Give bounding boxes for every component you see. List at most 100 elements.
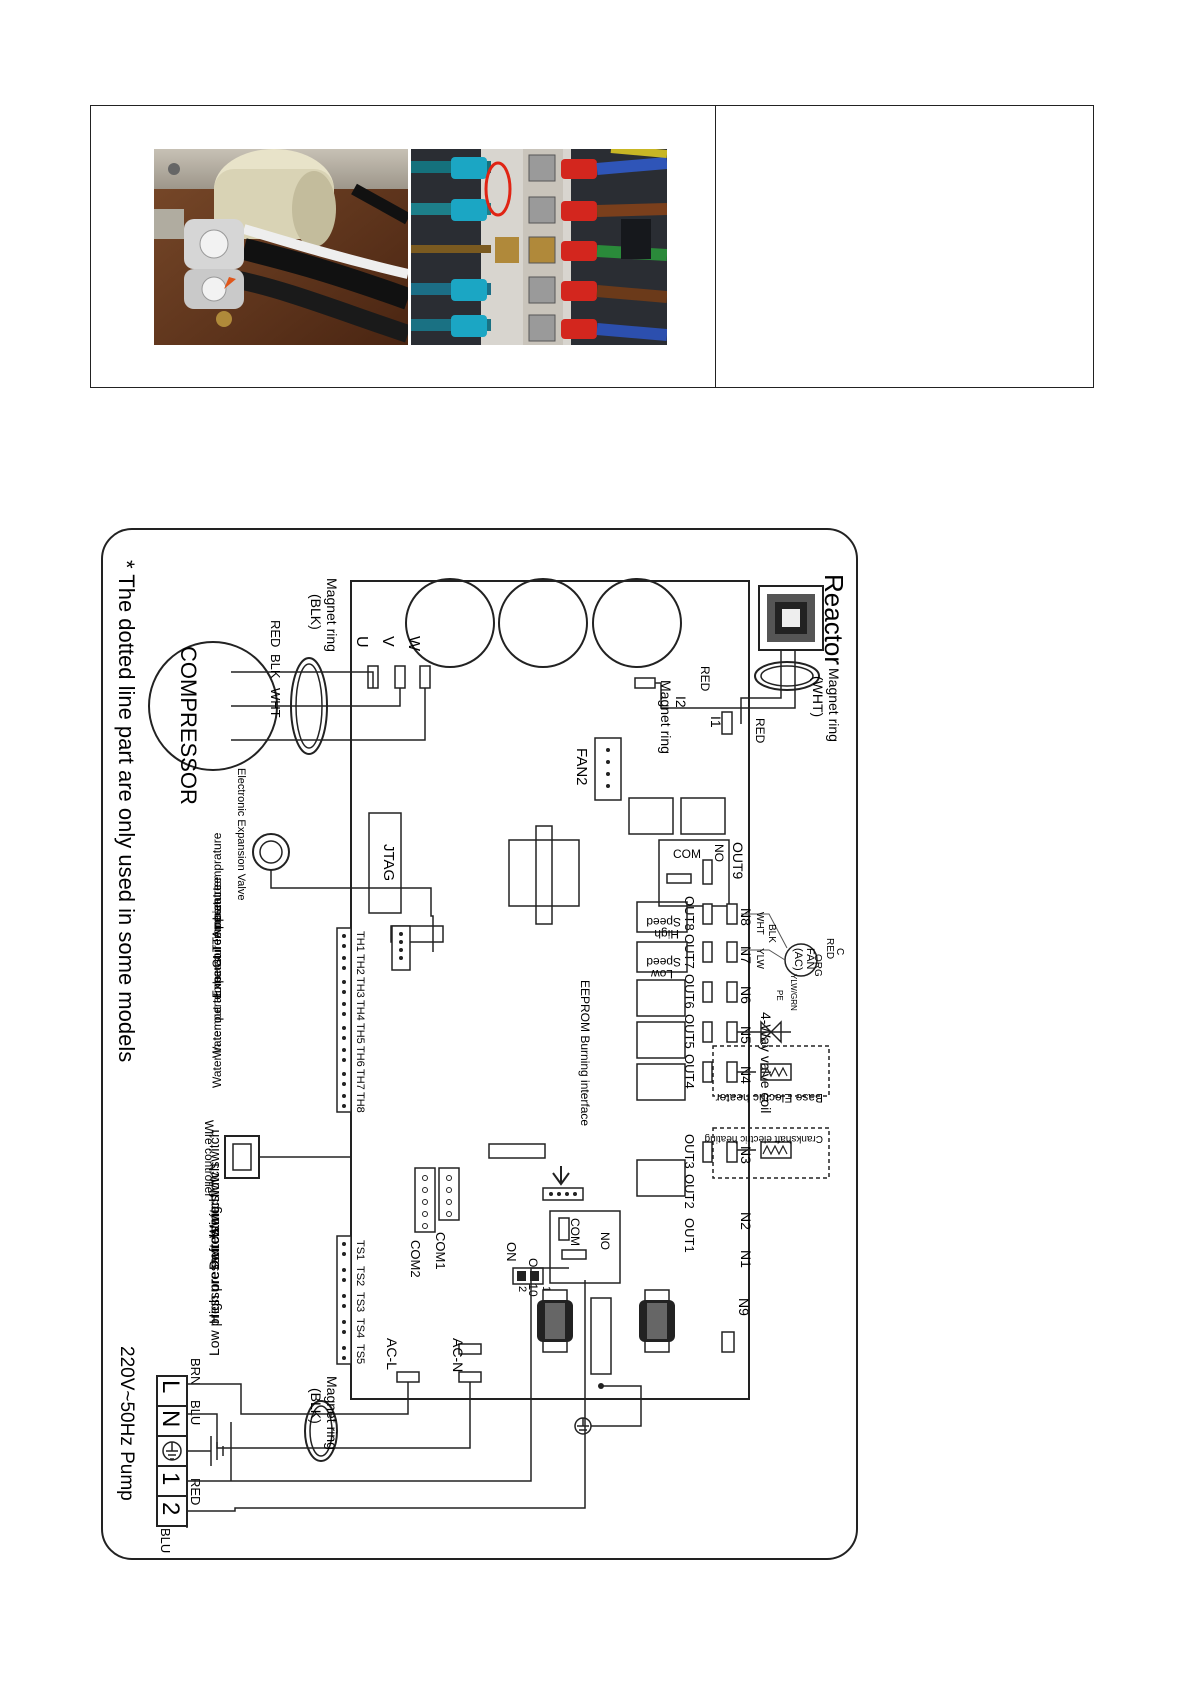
fan-ac-label-2: (AC) — [792, 948, 804, 971]
capacitor-3 — [592, 578, 682, 668]
earth-terminal-icon — [162, 1441, 182, 1461]
th1-label: TH1 — [354, 931, 366, 952]
out4-relay — [636, 1063, 686, 1101]
magnet-ring-wht-label: Magnet ring — [826, 668, 842, 742]
red-label-fan: RED — [824, 938, 835, 959]
reactor-label: Reactor — [819, 574, 849, 665]
out9-label: OUT9 — [730, 842, 746, 880]
n6-label: N6 — [738, 986, 754, 1004]
crank-heater-label: Crankshaft electric heating — [705, 1133, 823, 1144]
wiring-diagram: Reactor Magnet ring (WHT) RED RED I2 I1 … — [101, 528, 858, 1560]
terminal-2-label: 2 — [157, 1502, 184, 1515]
eeprom-label: EEPROM Burning interface — [578, 980, 592, 1126]
out3-relay — [636, 1159, 686, 1197]
cable-gland-picture — [154, 149, 408, 345]
terminal-l-label: L — [157, 1380, 184, 1393]
eeprom-connector — [542, 1187, 584, 1201]
th5-label: TH5 — [354, 1023, 366, 1044]
four-way-valve-icon — [760, 1020, 782, 1044]
n7-label: N7 — [738, 946, 754, 964]
fan2-connector — [594, 737, 622, 801]
inductor-2 — [639, 1289, 675, 1353]
out9-no-label: NO — [712, 844, 726, 862]
n4-label: N4 — [738, 1066, 754, 1084]
org-label-fan: ORG — [812, 954, 823, 977]
out8-label: OUT8 — [682, 896, 697, 931]
table-divider — [715, 106, 716, 387]
magnet-ring-blk-supply — [304, 1400, 338, 1462]
out10-com-label: COM — [568, 1218, 582, 1246]
i2-terminal — [634, 677, 656, 689]
out9-relay — [658, 839, 730, 907]
capacitor-2 — [498, 578, 588, 668]
water-in-label: Water in temperature — [210, 975, 224, 1088]
ts-connectors — [336, 1235, 352, 1365]
ts2-label: TS2 — [354, 1266, 366, 1286]
com1-connector — [438, 1167, 460, 1221]
n8-label: N8 — [738, 908, 754, 926]
reactor — [758, 585, 824, 651]
inductor-1 — [537, 1289, 573, 1353]
crank-heater-icon — [737, 1141, 792, 1159]
out6-relay — [636, 979, 686, 1017]
coil-label: Coil Temperature — [210, 877, 224, 968]
wht-label-comp: WHT — [268, 688, 283, 718]
cpu-chip — [508, 839, 580, 907]
fan-ac-label-1: FAN — [804, 948, 816, 969]
red-label-comp: RED — [268, 620, 283, 647]
relay-a — [628, 797, 674, 835]
footnote: * The dotted line part are only used in … — [114, 560, 139, 1062]
n5-label: N5 — [738, 1026, 754, 1044]
n9-label: N9 — [736, 1298, 752, 1316]
n2-label: N2 — [738, 1212, 754, 1230]
wht-label-fan: WHT — [754, 912, 765, 935]
base-heater-box — [712, 1045, 830, 1097]
exhaust-label: Exhaust Temperature — [210, 884, 224, 998]
w-terminal — [419, 665, 431, 689]
c-label-fan: C — [834, 948, 845, 955]
red-label-reactor-1: RED — [698, 666, 712, 692]
capacitor-1 — [405, 578, 495, 668]
base-heater-icon — [737, 1063, 792, 1081]
terminal-block-photo — [411, 149, 667, 345]
dip-2-label: 2 — [516, 1286, 528, 1292]
th6-label: TH6 — [354, 1046, 366, 1067]
crank-heater-box — [712, 1127, 830, 1179]
magnet-ring-blk — [290, 657, 328, 755]
defrost-label: Defrosting switch — [206, 1163, 222, 1270]
low-press-label: Low pressure switch — [206, 1229, 222, 1356]
v-label: V — [379, 636, 396, 647]
out9-com-label: COM — [673, 847, 701, 861]
four-way-label: 4-Way valve coil — [758, 1012, 774, 1113]
bridge-rectifier — [590, 1297, 612, 1375]
high-speed-label-1: High — [654, 927, 679, 941]
n3-label: N3 — [738, 1146, 754, 1164]
w-label: W — [405, 636, 422, 652]
i2-label: I2 — [673, 696, 689, 708]
blu-label-n: BLU — [188, 1400, 203, 1425]
ac-n-terminal — [458, 1371, 482, 1383]
n1-label: N1 — [738, 1250, 754, 1268]
cable-gland-photo — [154, 149, 408, 345]
low-speed-label-2: Speed — [646, 955, 681, 969]
v-terminal — [394, 665, 406, 689]
i1-label: I1 — [708, 716, 724, 728]
magnet-ring-supply-label-2: (BLK) — [308, 1388, 324, 1424]
ts1-label: TS1 — [354, 1240, 366, 1260]
out7-label: OUT7 — [682, 934, 697, 969]
ac-l-terminal — [396, 1371, 420, 1383]
pe-label-fan: PE — [775, 990, 784, 1001]
supply-label: 220V~50Hz Pump — [116, 1346, 137, 1501]
compressor-label: COMPRESSOR — [176, 646, 201, 805]
th2-label: TH2 — [354, 954, 366, 975]
blk-label-fan: BLK — [766, 924, 777, 943]
eev-label: Electronic Expansion Valve — [235, 768, 247, 900]
th7-label: TH7 — [354, 1069, 366, 1090]
high-press-label: High pressure switch — [206, 1194, 222, 1324]
ts3-label: TS3 — [354, 1292, 366, 1312]
magnet-ring-blk-label: Magnet ring — [324, 578, 340, 652]
com1-label: COM1 — [433, 1232, 448, 1270]
low-speed-relay — [636, 941, 688, 973]
dip-1-label: 1 — [540, 1286, 552, 1292]
out1-label: OUT1 — [682, 1218, 697, 1253]
